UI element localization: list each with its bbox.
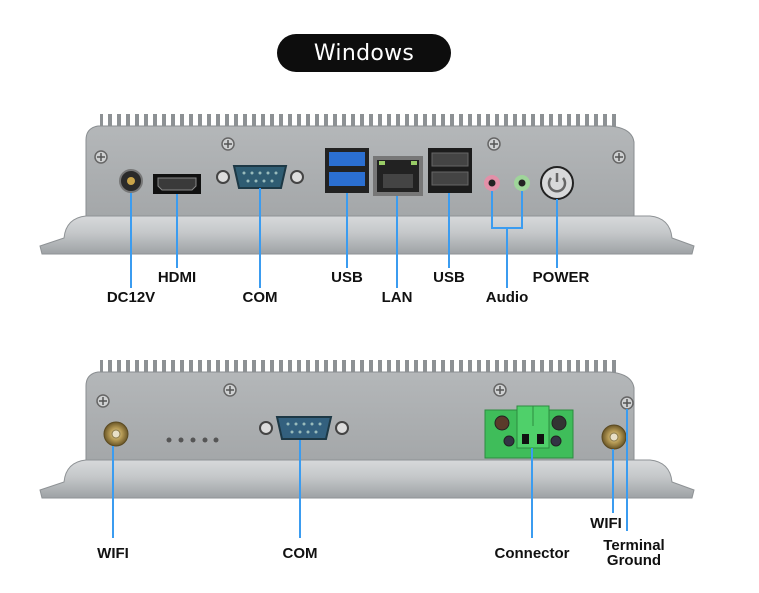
label-terminal-ground: Terminal Ground	[603, 538, 664, 568]
label-usb-right: USB	[433, 269, 465, 286]
lan-port-icon	[373, 156, 423, 196]
screw-icon	[94, 150, 108, 164]
usb2-port-icon	[428, 148, 472, 193]
label-terminal-ground-line2: Ground	[606, 552, 662, 569]
com-serial-port-icon	[216, 165, 304, 189]
label-com-bottom: COM	[282, 545, 318, 562]
label-connector: Connector	[494, 545, 570, 562]
terminal-block-connector-icon	[484, 405, 574, 459]
label-terminal-ground-line1: Terminal	[603, 537, 665, 554]
screw-icon	[493, 383, 507, 397]
os-title: Windows	[313, 40, 415, 66]
bottom-device-panel	[39, 360, 695, 538]
label-lan: LAN	[381, 289, 413, 306]
label-wifi-right: WIFI	[590, 515, 622, 532]
screw-icon	[96, 394, 110, 408]
screw-icon	[612, 150, 626, 164]
display-bezel	[39, 459, 695, 499]
dc-power-jack-icon	[119, 169, 143, 193]
screw-icon	[223, 383, 237, 397]
usb3-port-icon	[325, 148, 369, 193]
audio-jack-green-icon	[514, 175, 530, 191]
screw-icon	[221, 137, 235, 151]
label-wifi-left: WIFI	[97, 545, 129, 562]
leader-lines-top	[130, 188, 558, 288]
os-title-badge: Windows	[277, 34, 451, 72]
terminal-ground-screw-icon	[620, 396, 634, 410]
label-audio: Audio	[485, 289, 529, 306]
leader-lines-bottom	[112, 409, 628, 538]
label-usb-left: USB	[331, 269, 363, 286]
led-indicator-dots	[166, 437, 219, 443]
label-hdmi: HDMI	[157, 269, 197, 286]
wifi-antenna-connector-icon	[103, 421, 129, 447]
label-power: POWER	[532, 269, 590, 286]
screw-icon	[487, 137, 501, 151]
label-dc12v: DC12V	[106, 289, 156, 306]
power-button-icon	[540, 166, 574, 200]
display-bezel	[39, 215, 695, 255]
top-device-panel	[39, 114, 695, 288]
wifi-antenna-connector-icon	[601, 424, 627, 450]
label-com-top: COM	[242, 289, 278, 306]
com-serial-port-icon	[259, 416, 349, 440]
hdmi-port-icon	[153, 174, 201, 194]
audio-jack-pink-icon	[484, 175, 500, 191]
